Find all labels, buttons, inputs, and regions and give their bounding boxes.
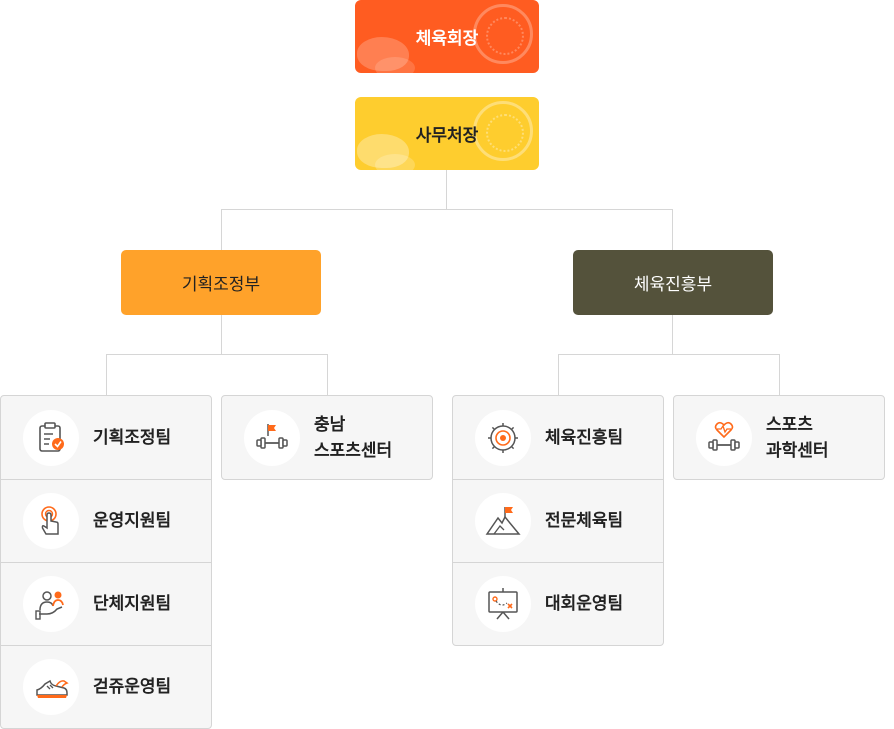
team-name: 운영지원팀: [93, 511, 172, 531]
connector-secretary-down: [446, 170, 447, 210]
team-item[interactable]: 충남 스포츠센터: [222, 396, 432, 479]
dept-planning[interactable]: 기획조정부: [121, 250, 321, 315]
connector-dept1-right: [327, 354, 328, 396]
team-name: 전문체육팀: [545, 511, 624, 531]
dept-label: 기획조정부: [181, 275, 261, 295]
decor-blob: [375, 57, 415, 73]
connector-dept1-left: [106, 354, 107, 396]
connector-dept2-right: [779, 354, 780, 396]
team-item[interactable]: 걷쥬운영팀: [1, 645, 211, 728]
team-group-sports-center: 충남 스포츠센터: [221, 395, 433, 480]
secretary-box[interactable]: 사무처장: [355, 97, 539, 170]
emblem-seal-icon: [473, 101, 533, 161]
decor-blob: [375, 154, 415, 170]
sneaker-icon: [23, 659, 79, 715]
connector-dept2-branch: [558, 354, 780, 355]
decor-blob: [357, 37, 409, 71]
team-item[interactable]: 단체지원팀: [1, 562, 211, 645]
team-item[interactable]: 전문체육팀: [453, 479, 663, 562]
people-support-icon: [23, 576, 79, 632]
decor-blob: [357, 134, 409, 168]
team-group-sports-promotion: 체육진흥팀 전문체육팀 대회운영팀: [452, 395, 664, 646]
emblem-seal-icon: [473, 4, 533, 64]
heart-dumbbell-icon: [696, 409, 752, 466]
team-name: 체육진흥팀: [545, 427, 624, 448]
mountain-flag-icon: [475, 493, 531, 549]
secretary-label: 사무처장: [415, 126, 479, 146]
team-name: 단체지원팀: [93, 594, 172, 614]
connector-dept-horizontal: [221, 209, 673, 210]
connector-dept2-down: [672, 209, 673, 250]
team-item[interactable]: 스포츠 과학센터: [674, 396, 884, 479]
dept-sports-promotion[interactable]: 체육진흥부: [573, 250, 773, 315]
team-group-planning: 기획조정팀 운영지원팀 단체지원팀 걷쥬운영팀: [0, 395, 212, 729]
team-item[interactable]: 기획조정팀: [1, 396, 211, 479]
team-name: 기획조정팀: [93, 427, 172, 448]
dumbbell-flag-icon: [244, 409, 300, 466]
team-group-sports-science: 스포츠 과학센터: [673, 395, 885, 480]
checklist-icon: [23, 409, 79, 466]
team-item[interactable]: 운영지원팀: [1, 479, 211, 562]
gear-target-icon: [475, 409, 531, 466]
team-name: 충남 스포츠센터: [314, 414, 393, 461]
team-item[interactable]: 체육진흥팀: [453, 396, 663, 479]
touch-hand-icon: [23, 493, 79, 549]
team-item[interactable]: 대회운영팀: [453, 562, 663, 645]
team-name: 걷쥬운영팀: [93, 677, 172, 697]
chairman-box[interactable]: 체육회장: [355, 0, 539, 73]
team-name: 스포츠 과학센터: [766, 414, 829, 461]
chairman-label: 체육회장: [415, 29, 479, 49]
connector-dept1-stem: [221, 315, 222, 355]
dept-label: 체육진흥부: [633, 275, 713, 295]
strategy-board-icon: [475, 576, 531, 632]
connector-dept1-branch: [106, 354, 328, 355]
team-name: 대회운영팀: [545, 594, 624, 614]
connector-dept1-down: [221, 209, 222, 250]
connector-dept2-stem: [672, 315, 673, 355]
connector-dept2-left: [558, 354, 559, 396]
